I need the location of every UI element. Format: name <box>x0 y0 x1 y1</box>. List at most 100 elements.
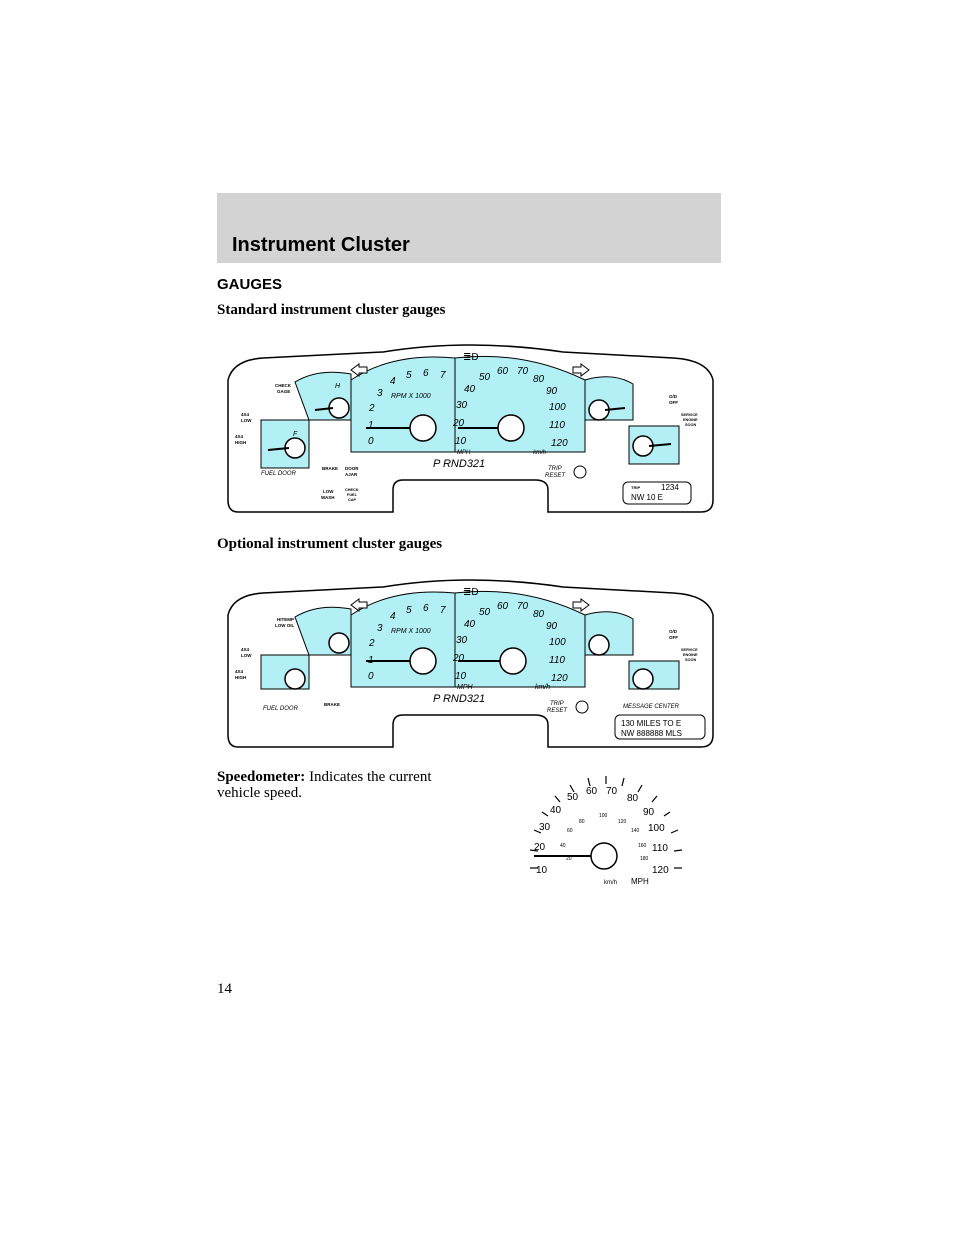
od-off-label: O/D <box>669 394 678 399</box>
svg-text:20: 20 <box>452 653 465 664</box>
svg-text:6: 6 <box>423 603 429 614</box>
svg-text:50: 50 <box>479 607 491 618</box>
svg-text:70: 70 <box>606 786 618 797</box>
svg-text:5: 5 <box>406 605 412 616</box>
gear-indicator: P RND321 <box>433 458 485 470</box>
svg-text:40: 40 <box>550 805 562 816</box>
svg-text:140: 140 <box>631 828 640 834</box>
svg-text:90: 90 <box>643 807 655 818</box>
svg-text:SOON: SOON <box>685 658 696 662</box>
svg-text:LOW: LOW <box>241 418 252 423</box>
trip-reset-button <box>575 700 589 714</box>
tach-tick: 1 <box>368 420 374 431</box>
svg-text:SOON: SOON <box>685 423 696 427</box>
svg-text:100: 100 <box>599 813 608 819</box>
right-turn-icon <box>572 598 590 612</box>
svg-text:LOW: LOW <box>241 653 252 658</box>
trip-reset-button <box>573 465 587 479</box>
svg-text:P RND321: P RND321 <box>433 693 485 705</box>
svg-text:km/h: km/h <box>604 880 617 886</box>
svg-text:BRAKE: BRAKE <box>324 702 340 707</box>
svg-text:MPH: MPH <box>457 684 474 691</box>
svg-text:GAGE: GAGE <box>277 389 290 394</box>
svg-text:100: 100 <box>648 823 665 834</box>
svg-text:km/h: km/h <box>535 684 550 691</box>
svg-text:40: 40 <box>560 843 566 849</box>
tach-tick: 3 <box>377 388 383 399</box>
speed-tick: 110 <box>549 420 565 431</box>
tach-tick: 4 <box>390 376 396 387</box>
optional-caption: Optional instrument cluster gauges <box>217 536 443 552</box>
svg-text:80: 80 <box>627 793 639 804</box>
svg-text:FUEL DOOR: FUEL DOOR <box>263 706 299 712</box>
headlight-icon: ≣D <box>463 352 479 363</box>
svg-text:O/D: O/D <box>669 629 678 634</box>
standard-caption: Standard instrument cluster gauges <box>217 302 446 318</box>
svg-text:10: 10 <box>455 671 467 682</box>
svg-text:OFF: OFF <box>669 400 678 405</box>
svg-text:10: 10 <box>536 865 548 876</box>
speed-tick: 100 <box>549 402 566 413</box>
service-engine-label: SERVICE <box>681 413 698 417</box>
left-turn-icon <box>350 598 368 612</box>
svg-text:ENGINE: ENGINE <box>683 653 698 657</box>
odometer-display <box>622 481 692 505</box>
check-fuel-cap-label: CHECK <box>345 488 359 492</box>
svg-text:100: 100 <box>549 637 566 648</box>
speed-tick: 40 <box>464 384 476 395</box>
svg-text:60: 60 <box>567 828 573 834</box>
tach-tick: 2 <box>368 403 375 414</box>
svg-text:RESET: RESET <box>547 708 568 714</box>
svg-text:TRIP: TRIP <box>631 485 640 490</box>
svg-text:30: 30 <box>456 635 468 646</box>
svg-text:120: 120 <box>551 673 568 684</box>
speed-tick: 50 <box>479 372 491 383</box>
chapter-title: Instrument Cluster <box>232 234 410 256</box>
speed-tick: 60 <box>497 366 509 377</box>
check-gage-label: CHECK <box>275 383 292 388</box>
svg-text:CAP: CAP <box>348 498 356 502</box>
message-center-label: MESSAGE CENTER <box>623 704 680 710</box>
svg-text:130 MILES TO E: 130 MILES TO E <box>621 719 681 728</box>
svg-text:90: 90 <box>546 621 558 632</box>
tach-tick: 6 <box>423 368 429 379</box>
svg-text:4: 4 <box>390 611 396 622</box>
svg-text:110: 110 <box>652 843 668 854</box>
low-wash-label: LOW <box>323 489 334 494</box>
speed-tick: 90 <box>546 386 558 397</box>
svg-text:NW 10 E: NW 10 E <box>631 493 663 502</box>
svg-text:160: 160 <box>638 843 647 849</box>
trip-reset-label: TRIP <box>548 466 562 472</box>
svg-text:WASH: WASH <box>321 495 335 500</box>
svg-text:SERVICE: SERVICE <box>681 648 698 652</box>
speedometer-figure: 10 20 30 40 50 60 70 80 90 100 110 120 2… <box>529 776 683 886</box>
svg-text:40: 40 <box>464 619 476 630</box>
svg-text:120: 120 <box>618 819 627 825</box>
left-turn-icon <box>350 363 368 377</box>
svg-text:HIGH: HIGH <box>235 440 246 445</box>
svg-text:20: 20 <box>566 856 572 862</box>
4x4-high-label: 4X4 <box>235 434 244 439</box>
svg-text:1234: 1234 <box>661 483 679 492</box>
svg-text:HIGH: HIGH <box>235 675 246 680</box>
speedometer-text: Indicates the current vehicle speed. <box>217 769 432 801</box>
headlight-icon: ≣D <box>463 587 479 598</box>
door-ajar-label: DOOR <box>345 466 359 471</box>
4x4-low-label: 4X4 <box>241 412 250 417</box>
svg-text:4X4: 4X4 <box>235 669 244 674</box>
svg-text:NW 888888 MLS: NW 888888 MLS <box>621 729 682 738</box>
svg-text:MPH: MPH <box>631 877 649 886</box>
tach-tick: 5 <box>406 370 412 381</box>
right-turn-icon <box>572 363 590 377</box>
svg-text:30: 30 <box>539 822 551 833</box>
kmh-label: km/h <box>533 450 547 456</box>
message-center-display <box>614 714 706 740</box>
speed-tick: 10 <box>455 436 467 447</box>
speedometer-description: Speedometer: Indicates the current vehic… <box>217 769 437 801</box>
rpm-label: RPM X 1000 <box>391 393 431 400</box>
section-heading: GAUGES <box>217 276 283 293</box>
speed-tick: 120 <box>551 438 568 449</box>
mph-label: MPH <box>457 450 471 456</box>
svg-text:60: 60 <box>586 786 598 797</box>
svg-text:FUEL: FUEL <box>347 493 358 497</box>
